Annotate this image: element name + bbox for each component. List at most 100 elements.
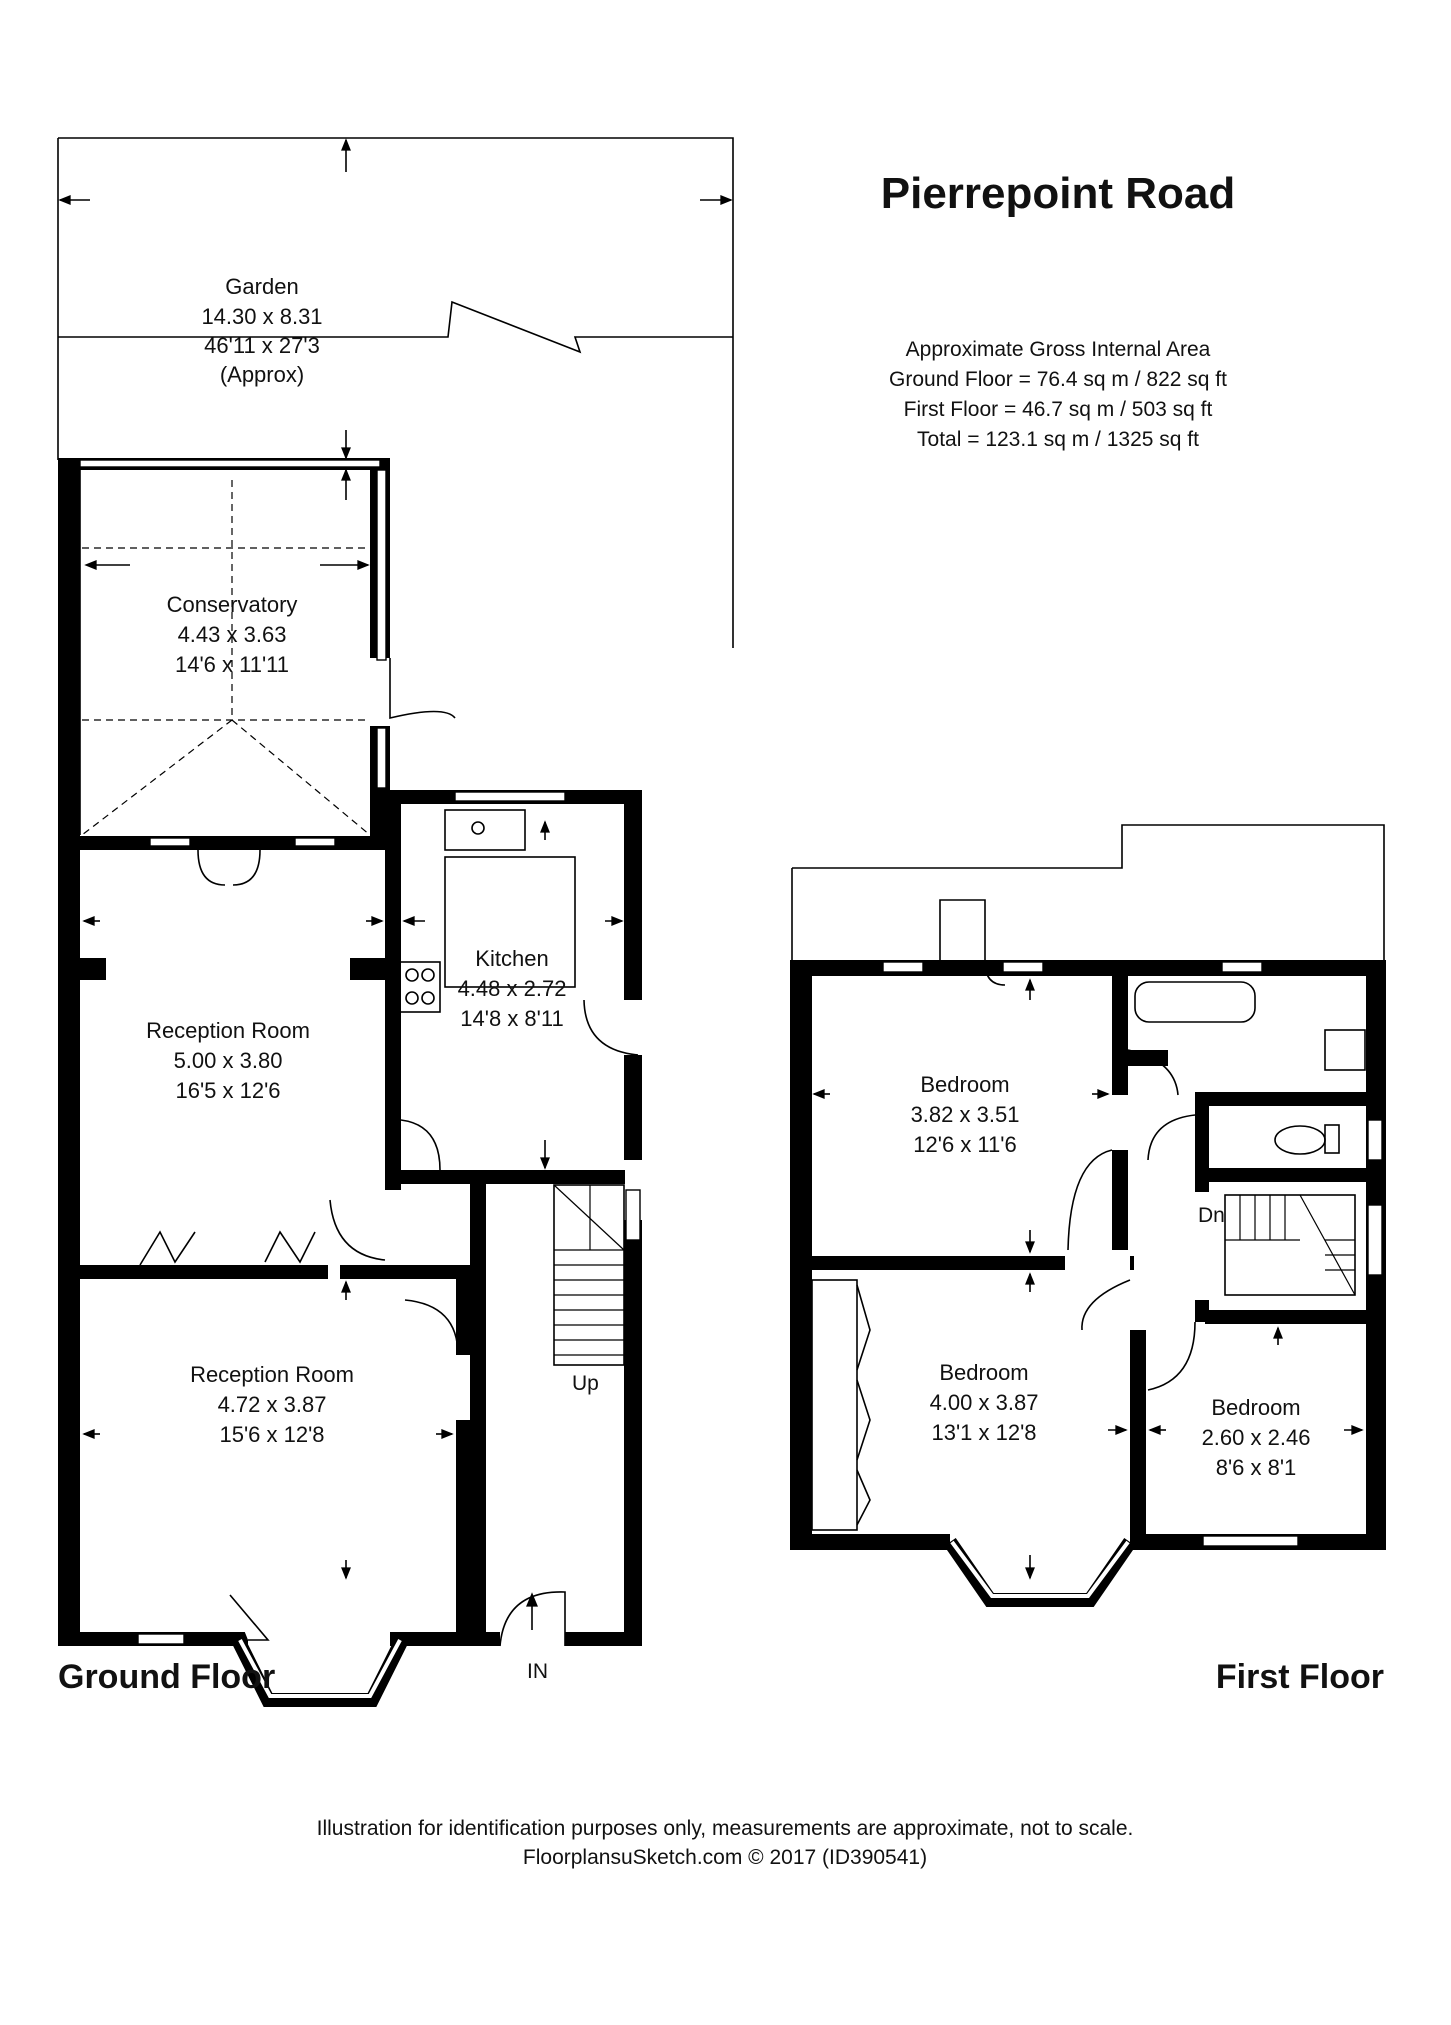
ff-wc-door (1147, 1114, 1196, 1161)
sink-drain (471, 821, 485, 835)
kitchen-arrowhead-top (540, 820, 550, 833)
garden-arrowhead-top (341, 138, 351, 151)
disclaimer-text: Illustration for identification purposes… (317, 1817, 1134, 1840)
wall-front-hall (565, 1632, 642, 1646)
ground-stairs (553, 1184, 625, 1366)
ff-wall-front-left (790, 1534, 950, 1550)
area-first-floor: First Floor = 46.7 sq m / 503 sq ft (904, 398, 1213, 421)
property-title: Pierrepoint Road (881, 169, 1236, 218)
french-doors (197, 849, 261, 886)
stairs-up-label: Up (572, 1372, 599, 1395)
wall-between-receptions (58, 1265, 328, 1279)
front-door (499, 1591, 566, 1647)
reception2-label: Reception Room 4.72 x 3.87 15'6 x 12'8 (190, 1362, 354, 1447)
hall-window (625, 1189, 641, 1241)
rec2-arrowhead-bottom (341, 1567, 351, 1580)
area-ground-floor: Ground Floor = 76.4 sq m / 822 sq ft (889, 368, 1227, 391)
garden-name: Garden (225, 274, 298, 299)
reception2-metric: 4.72 x 3.87 (218, 1392, 327, 1417)
bedroom2-imperial: 13'1 x 12'8 (931, 1420, 1036, 1445)
kitchen-worktop (444, 856, 576, 988)
cons-arrowhead-right (357, 560, 370, 570)
hob-ring-4 (421, 991, 435, 1005)
bath (1134, 981, 1256, 1023)
conservatory-label: Conservatory 4.43 x 3.63 14'6 x 11'11 (167, 592, 298, 677)
rec1-arrowhead-left (82, 916, 95, 926)
bay-window-first-glass (950, 1540, 1130, 1598)
ff-door-small (984, 961, 1006, 986)
kitchen-imperial: 14'8 x 8'11 (460, 1006, 563, 1031)
ff-window-3 (1221, 961, 1263, 973)
ff-window-stairs (1367, 1204, 1383, 1276)
hob-ring-1 (405, 968, 419, 982)
kitchen-arrowhead-left (402, 916, 415, 926)
garden-metric: 14.30 x 8.31 (201, 304, 322, 329)
bed1-arrowhead-right (1097, 1089, 1110, 1099)
rec1-arrowhead-right (371, 916, 384, 926)
garden-break-line (58, 300, 733, 354)
bed3-arrowhead-right (1351, 1425, 1364, 1435)
wall-left (58, 458, 80, 1646)
ff-wall-bed1-right-lower (1112, 1150, 1128, 1250)
ff-window-bed3 (1202, 1535, 1299, 1547)
bedroom2-name: Bedroom (939, 1360, 1028, 1385)
garden-arrowhead-right (720, 195, 733, 205)
bedroom3-metric: 2.60 x 2.46 (1202, 1425, 1311, 1450)
roof-hip-right (231, 719, 371, 836)
first-floor-heading: First Floor (1216, 1658, 1384, 1696)
conservatory-metric: 4.43 x 3.63 (178, 622, 287, 647)
bed3-arrowhead-left (1148, 1425, 1161, 1435)
garden-note: (Approx) (220, 362, 304, 387)
kitchen-metric: 4.48 x 2.72 (458, 976, 567, 1001)
wall-reception-right-lower (456, 1420, 472, 1646)
stairs-down-label: Dn (1198, 1204, 1225, 1227)
bay-window-first (944, 1538, 1136, 1607)
wall-front-right (390, 1632, 500, 1646)
ground-stairs-treads (553, 1184, 625, 1356)
wall-stub (58, 860, 80, 868)
entrance-arrowhead (526, 1592, 538, 1607)
conservatory-imperial: 14'6 x 11'11 (175, 652, 289, 677)
ff-window-wc (1367, 1119, 1383, 1161)
bay-window-ground (231, 1636, 409, 1707)
ff-wall-wc-bottom (1195, 1168, 1370, 1182)
bedroom1-label: Bedroom 3.82 x 3.51 12'6 x 11'6 (911, 1072, 1020, 1157)
conservatory-window-bottom-right (294, 837, 336, 847)
conservatory-name: Conservatory (167, 592, 298, 617)
wall-stub-right (350, 958, 386, 980)
ff-stairs-treads (1225, 1194, 1356, 1296)
ff-wall-bed1-right (1112, 960, 1128, 1095)
wall-reception-right-upper (456, 1265, 472, 1355)
garden-outline (58, 137, 734, 648)
first-floor-plan (790, 824, 1386, 1607)
bay-window-glass (238, 1639, 402, 1698)
kitchen-label: Kitchen 4.48 x 2.72 14'8 x 8'11 (458, 946, 567, 1031)
kitchen-arrowhead-right (611, 916, 624, 926)
first-floor-roof-outline (792, 824, 1385, 1030)
toilet-cistern (1324, 1124, 1340, 1154)
hob (399, 961, 441, 1013)
bed1-arrowhead-bottom (1025, 1241, 1035, 1254)
wall-conservatory-bottom (58, 836, 398, 850)
wall-kitchen-bottom (385, 1170, 625, 1184)
kitchen-sink (444, 809, 526, 851)
hob-ring-3 (405, 991, 419, 1005)
ff-wall-landing (1195, 1300, 1209, 1322)
bed2-arrowhead-right (1115, 1425, 1128, 1435)
ground-floor-plan (57, 137, 734, 1707)
wall-hall-right-lower (624, 1220, 642, 1646)
wall-between-receptions-right (340, 1265, 470, 1279)
kitchen-door (583, 999, 639, 1056)
reception2-door (404, 1299, 459, 1356)
garden-label: Garden 14.30 x 8.31 46'11 x 27'3 (Approx… (201, 274, 322, 387)
wall-kitchen-left (385, 790, 401, 1190)
conservatory-window-right-lower (376, 727, 387, 789)
ground-floor-heading: Ground Floor (58, 1658, 275, 1696)
bedroom1-name: Bedroom (920, 1072, 1009, 1097)
garden-arrowhead-bottom (341, 447, 351, 460)
bed1-arrowhead-top (1025, 978, 1035, 991)
reception1-metric: 5.00 x 3.80 (174, 1048, 283, 1073)
ff-wall-bed1-bottom (810, 1256, 1065, 1270)
reception-front-window (137, 1633, 185, 1645)
wall-stub-left (80, 958, 106, 980)
